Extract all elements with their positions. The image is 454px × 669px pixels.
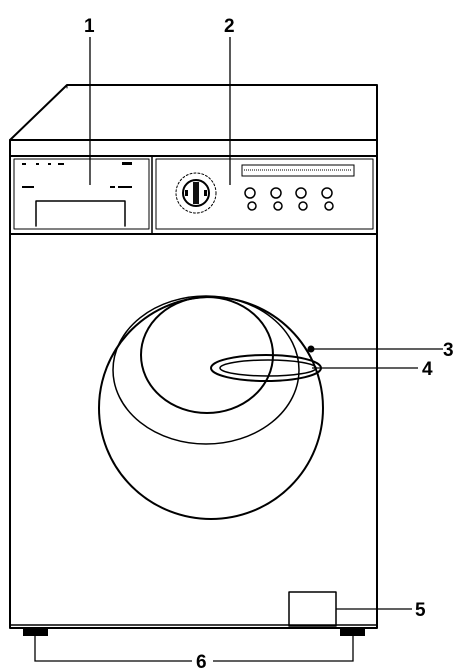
foot-right: [340, 628, 365, 636]
detergent-drawer: [13, 155, 153, 235]
callout-5: 5: [415, 600, 426, 621]
door-handle: [210, 354, 322, 382]
leader-6: [34, 636, 192, 662]
callout-6: 6: [196, 652, 207, 669]
callout-2: 2: [224, 16, 235, 37]
door-outer-ring: [98, 296, 324, 520]
program-knob: [175, 172, 217, 214]
control-panel: [9, 139, 378, 235]
door: [98, 295, 324, 520]
option-button-3: [295, 187, 308, 211]
door-lock: [307, 345, 315, 353]
callout-labels: 1 2 3 4 5 6: [84, 16, 454, 669]
cabinet-body: [9, 233, 378, 629]
callout-1: 1: [84, 16, 95, 37]
option-button-4: [321, 187, 334, 211]
leader-6b: [213, 636, 354, 662]
display-strip: [241, 164, 355, 177]
filter-cover: [288, 591, 337, 627]
option-buttons: [244, 187, 334, 211]
option-button-2: [270, 187, 283, 211]
feet: [23, 628, 365, 636]
callout-4: 4: [422, 359, 433, 380]
drawer-markings: [22, 162, 132, 188]
option-button-1: [244, 187, 257, 211]
program-panel: [155, 158, 374, 230]
machine-top-lid: [9, 84, 378, 141]
callout-3: 3: [443, 340, 454, 361]
leader-lines: [34, 37, 443, 662]
foot-left: [23, 628, 48, 636]
door-inner-ring: [112, 295, 300, 445]
